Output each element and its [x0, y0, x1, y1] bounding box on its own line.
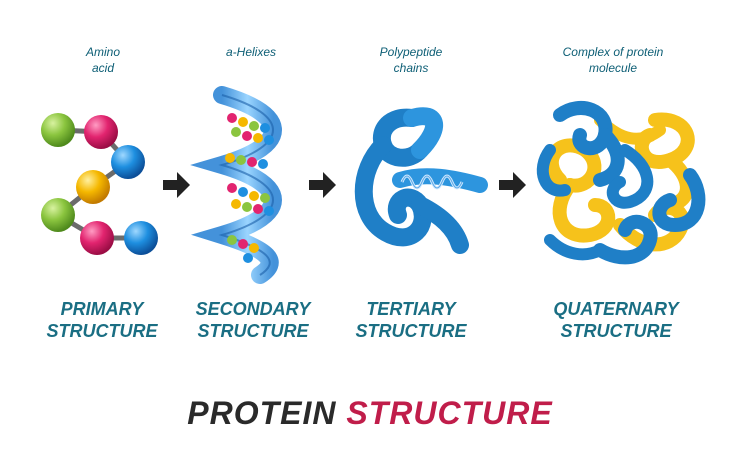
title-quaternary-structure: QUATERNARY STRUCTURE	[553, 299, 679, 341]
caption-amino-acid: Amino acid	[85, 45, 120, 75]
title-primary-structure: PRIMARY STRUCTURE	[46, 299, 158, 341]
arrow-icon	[309, 172, 336, 198]
main-title-word1: PROTEIN	[187, 395, 337, 431]
title-secondary-structure: SECONDARY STRUCTURE	[195, 299, 311, 341]
polypeptide-fold-icon	[354, 107, 488, 254]
alpha-helix-icon	[190, 86, 282, 284]
caption-polypeptide-chains: Polypeptide chains	[379, 45, 443, 75]
title-tertiary-structure: TERTIARY STRUCTURE	[355, 299, 467, 341]
protein-complex-icon	[536, 100, 706, 265]
main-title-word2: STRUCTURE	[346, 395, 553, 431]
caption-a-helixes: a-Helixes	[225, 45, 276, 59]
main-title: PROTEIN STRUCTURE	[0, 395, 740, 432]
arrow-icon	[499, 172, 526, 198]
arrow-icon	[163, 172, 190, 198]
caption-protein-complex: Complex of protein molecule	[562, 45, 664, 75]
amino-acid-chain-icon	[41, 113, 158, 255]
